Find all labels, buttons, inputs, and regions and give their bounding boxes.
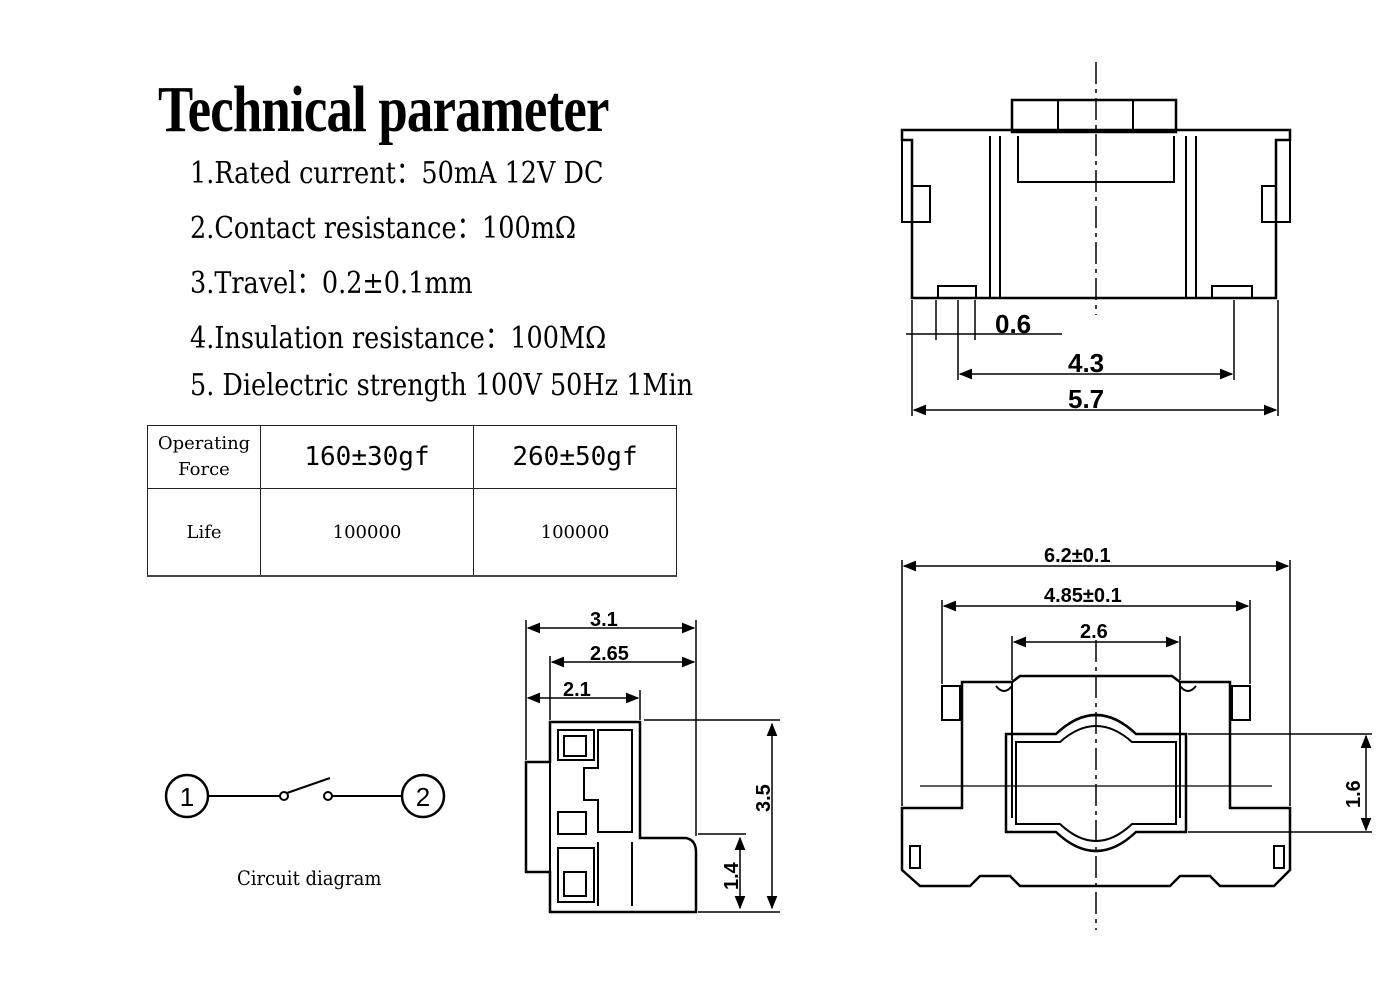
operating-force-label: Operating Force (147, 425, 261, 489)
life-value-2: 100000 (473, 488, 677, 577)
parameter-item: 4.Insulation resistance：100MΩ (190, 321, 607, 356)
spec-table: Operating Force 160±30gf 260±50gf Life 1… (147, 425, 677, 577)
side-dim-3-1: 3.1 (590, 609, 618, 631)
pin-2-label: 2 (416, 782, 430, 812)
top-view-drawing (900, 560, 1372, 930)
parameter-list: 1.Rated current：50mA 12V DC 2.Contact re… (190, 148, 782, 423)
parameter-item: 2.Contact resistance：100mΩ (190, 211, 577, 246)
force-value-1: 160±30gf (260, 425, 474, 489)
parameter-item: 3.Travel：0.2±0.1mm (190, 266, 473, 301)
top-dim-6-2: 6.2±0.1 (1044, 545, 1111, 567)
front-dim-5-7: 5.7 (1068, 384, 1104, 414)
side-view-drawing (524, 620, 780, 914)
top-dim-2-6: 2.6 (1080, 621, 1108, 643)
side-dim-2-65: 2.65 (590, 643, 629, 665)
side-dim-3-5: 3.5 (753, 784, 775, 812)
table-row: Life 100000 100000 (147, 488, 677, 577)
side-dim-2-1: 2.1 (563, 679, 591, 701)
force-value-2: 260±50gf (473, 425, 677, 489)
top-dim-4-85: 4.85±0.1 (1044, 585, 1122, 607)
parameter-item: 1.Rated current：50mA 12V DC (190, 156, 604, 191)
page-title: Technical parameter (158, 73, 609, 146)
parameter-item: 5. Dielectric strength 100V 50Hz 1Min (190, 368, 694, 403)
circuit-caption: Circuit diagram (237, 866, 382, 890)
side-dim-1-4: 1.4 (721, 861, 743, 890)
table-row: Operating Force 160±30gf 260±50gf (147, 425, 677, 489)
circuit-diagram (164, 773, 446, 819)
front-view-drawing (900, 62, 1292, 416)
top-dim-1-6: 1.6 (1343, 780, 1365, 808)
front-dim-0-6: 0.6 (995, 309, 1031, 339)
front-dim-4-3: 4.3 (1068, 348, 1104, 378)
pin-1-label: 1 (180, 782, 194, 812)
